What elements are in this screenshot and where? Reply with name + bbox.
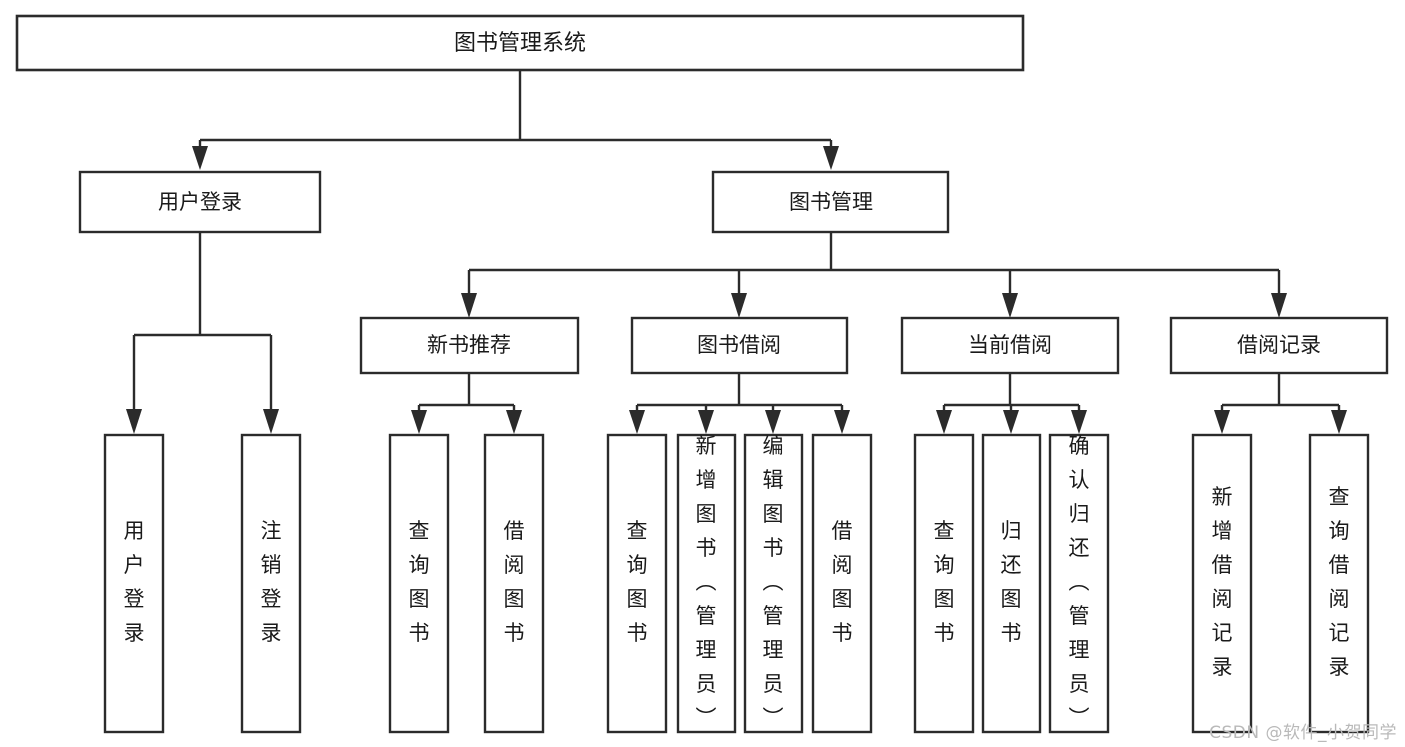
node-label: 归还图书: [1001, 519, 1022, 645]
node-leaf-borrow-books-2[interactable]: 借阅图书: [811, 433, 873, 734]
connector-root-to-level2: [192, 70, 839, 170]
node-leaf-add-book[interactable]: 新增图书︵管理员︶: [676, 433, 737, 734]
node-label: 查询图书: [627, 519, 648, 645]
arrow-head-icon: [1331, 410, 1347, 434]
arrow-head-icon: [936, 410, 952, 434]
arrow-head-icon: [765, 410, 781, 434]
arrow-head-icon: [823, 146, 839, 170]
node-box[interactable]: [483, 433, 545, 734]
node-label: 用户登录: [158, 190, 242, 214]
node-box[interactable]: [981, 433, 1042, 734]
node-box[interactable]: [359, 316, 580, 375]
node-box[interactable]: [630, 316, 849, 375]
node-label: 借阅图书: [832, 519, 853, 645]
node-leaf-edit-book[interactable]: 编辑图书︵管理员︶: [743, 433, 804, 734]
node-box[interactable]: [240, 433, 302, 734]
arrow-head-icon: [1271, 293, 1287, 318]
node-label: 借阅记录: [1237, 333, 1321, 357]
node-root[interactable]: 图书管理系统: [15, 14, 1025, 72]
node-leaf-query-books-2[interactable]: 查询图书: [606, 433, 668, 734]
node-box[interactable]: [78, 170, 322, 234]
node-box[interactable]: [1191, 433, 1253, 734]
connector-userlogin-to-leaves: [126, 232, 279, 434]
connector-bookborrow-to-leaves: [629, 373, 850, 434]
arrow-head-icon: [263, 409, 279, 434]
connector-borrowrecords-to-leaves: [1214, 373, 1347, 434]
node-label: 图书管理: [789, 190, 873, 214]
arrow-head-icon: [126, 409, 142, 434]
node-label: 当前借阅: [968, 333, 1052, 357]
node-borrow-records[interactable]: 借阅记录: [1169, 316, 1389, 375]
csdn-watermark: CSDN @软件_小贺同学: [1209, 723, 1397, 743]
node-box[interactable]: [1169, 316, 1389, 375]
node-label: 图书管理系统: [454, 31, 586, 56]
node-leaf-add-record[interactable]: 新增借阅记录: [1191, 433, 1253, 734]
arrow-head-icon: [1214, 410, 1230, 434]
node-leaf-query-record[interactable]: 查询借阅记录: [1308, 433, 1370, 734]
node-leaf-query-books-3[interactable]: 查询图书: [913, 433, 975, 734]
node-box[interactable]: [676, 433, 737, 734]
node-box[interactable]: [1308, 433, 1370, 734]
node-leaf-logout[interactable]: 注销登录: [240, 433, 302, 734]
arrow-head-icon: [192, 146, 208, 170]
node-label: 查询图书: [409, 519, 430, 645]
node-leaf-confirm-return[interactable]: 确认归还︵管理员︶: [1048, 433, 1110, 734]
arrow-head-icon: [1071, 410, 1087, 434]
node-new-book-recommend[interactable]: 新书推荐: [359, 316, 580, 375]
arrow-head-icon: [411, 410, 427, 434]
node-leaf-borrow-books-1[interactable]: 借阅图书: [483, 433, 545, 734]
node-box[interactable]: [606, 433, 668, 734]
node-book-management-group[interactable]: 图书管理: [711, 170, 950, 234]
node-label: 用户登录: [124, 519, 145, 645]
node-box[interactable]: [900, 316, 1120, 375]
node-box[interactable]: [1048, 433, 1110, 734]
connector-bookmgmt-to-level3: [461, 232, 1287, 318]
arrow-head-icon: [1003, 410, 1019, 434]
node-user-login-group[interactable]: 用户登录: [78, 170, 322, 234]
arrow-head-icon: [629, 410, 645, 434]
arrow-head-icon: [461, 293, 477, 318]
node-box[interactable]: [743, 433, 804, 734]
node-book-borrow[interactable]: 图书借阅: [630, 316, 849, 375]
node-label: 新增借阅记录: [1212, 485, 1233, 679]
arrow-head-icon: [506, 410, 522, 434]
node-label: 确认归还︵管理员︶: [1069, 434, 1090, 730]
node-box[interactable]: [913, 433, 975, 734]
node-label: 借阅图书: [504, 519, 525, 645]
node-current-borrow[interactable]: 当前借阅: [900, 316, 1120, 375]
node-box[interactable]: [711, 170, 950, 234]
node-box[interactable]: [811, 433, 873, 734]
arrow-head-icon: [698, 410, 714, 434]
node-label: 查询借阅记录: [1329, 485, 1350, 679]
arrow-head-icon: [834, 410, 850, 434]
node-label: 新增图书︵管理员︶: [696, 434, 717, 730]
node-label: 新书推荐: [427, 333, 511, 357]
node-box[interactable]: [388, 433, 450, 734]
node-leaf-query-books-1[interactable]: 查询图书: [388, 433, 450, 734]
node-box[interactable]: [15, 14, 1025, 72]
node-label: 查询图书: [934, 519, 955, 645]
connector-currentborrow-to-leaves: [936, 373, 1087, 434]
node-leaf-return-book[interactable]: 归还图书: [981, 433, 1042, 734]
connector-newbook-to-leaves: [411, 373, 522, 434]
node-label: 注销登录: [261, 519, 282, 645]
node-leaf-user-login[interactable]: 用户登录: [103, 433, 165, 734]
arrow-head-icon: [1002, 293, 1018, 318]
node-box[interactable]: [103, 433, 165, 734]
arrow-head-icon: [731, 293, 747, 318]
node-label: 编辑图书︵管理员︶: [763, 434, 784, 730]
node-label: 图书借阅: [697, 333, 781, 357]
